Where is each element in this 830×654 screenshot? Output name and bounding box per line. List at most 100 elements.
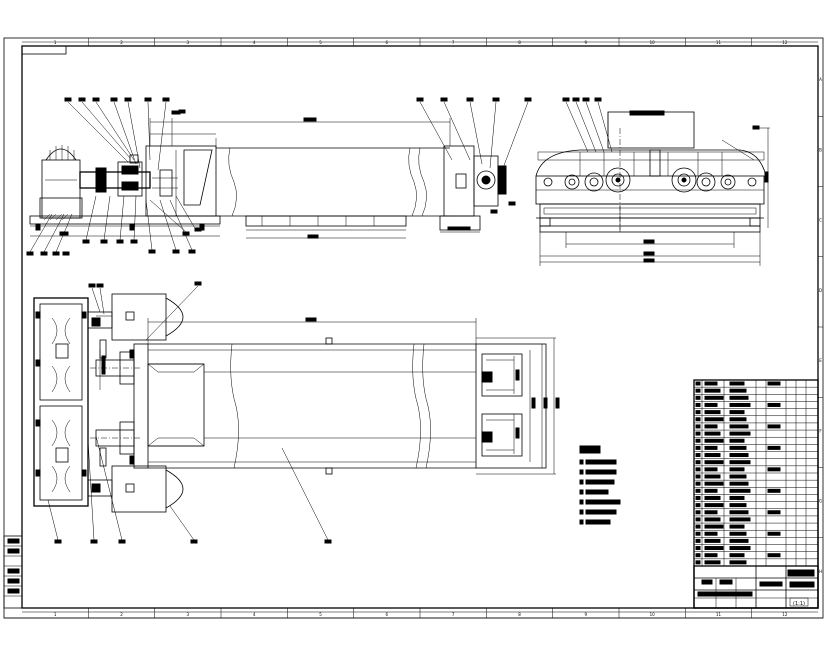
parts-list-cell-mark xyxy=(704,467,718,472)
parts-list-cell-mark xyxy=(729,388,747,393)
parts-list-cell-mark xyxy=(704,410,721,415)
callout-mark xyxy=(190,539,198,544)
sheet-border xyxy=(3,37,824,619)
zone-number-bottom: 12 xyxy=(782,612,788,617)
callout-mark xyxy=(178,109,186,114)
parts-list-cell-mark xyxy=(767,402,781,407)
parts-list-cell-mark xyxy=(704,424,718,429)
parts-list-cell-mark xyxy=(695,553,701,558)
parts-list-cell-mark xyxy=(704,503,724,508)
callout-mark xyxy=(524,97,532,102)
parts-list-cell-mark xyxy=(767,467,781,472)
parts-list-cell-mark xyxy=(704,488,718,493)
parts-list-cell-mark xyxy=(704,381,718,386)
parts-list-cell-mark xyxy=(729,460,751,465)
callout-mark xyxy=(490,209,498,214)
parts-list-cell-mark xyxy=(767,531,781,536)
parts-list-cell-mark xyxy=(695,431,701,436)
parts-list-cell-mark xyxy=(729,538,749,543)
callout-mark xyxy=(148,249,156,254)
zone-letter-right: E xyxy=(819,358,822,363)
callout-mark xyxy=(88,283,96,288)
left-info-strip xyxy=(3,535,23,609)
parts-list-cell-mark xyxy=(729,524,745,529)
callout-mark xyxy=(440,97,448,102)
parts-list-cell-mark xyxy=(704,431,721,436)
parts-list-cell-mark xyxy=(767,488,781,493)
zone-number-bottom: 8 xyxy=(518,612,521,617)
zone-letter-right: A xyxy=(819,77,822,82)
callout-mark xyxy=(562,97,570,102)
callout-mark xyxy=(26,251,34,256)
callout-mark xyxy=(466,97,474,102)
parts-list-cell-mark xyxy=(729,424,749,429)
parts-list-cell-mark xyxy=(704,395,724,400)
callout-mark xyxy=(492,97,500,102)
callout-mark xyxy=(594,97,602,102)
parts-list-cell-mark xyxy=(704,517,721,522)
parts-list-cell-mark xyxy=(729,481,749,486)
parts-list-cell-mark xyxy=(767,553,781,558)
zone-number-top: 4 xyxy=(253,40,256,45)
parts-list-cell-mark xyxy=(695,495,701,500)
zone-letter-right: C xyxy=(819,218,822,223)
callout-mark xyxy=(78,97,86,102)
parts-list-cell-mark xyxy=(695,538,701,543)
parts-list-cell-mark xyxy=(695,395,701,400)
parts-list-cell-mark xyxy=(767,424,781,429)
callout-mark xyxy=(130,239,138,244)
parts-list-cell-mark xyxy=(695,481,701,486)
zone-number-bottom: 1 xyxy=(54,612,57,617)
callout-mark xyxy=(62,251,70,256)
callout-mark xyxy=(40,251,48,256)
callout-mark xyxy=(92,97,100,102)
scale-box-text: (1:1) xyxy=(793,601,805,607)
callout-mark xyxy=(194,281,202,286)
zone-number-top: 10 xyxy=(650,40,656,45)
zone-number-bottom: 11 xyxy=(716,612,722,617)
callout-mark xyxy=(118,539,126,544)
zone-number-bottom: 4 xyxy=(253,612,256,617)
zone-letter-right: B xyxy=(819,147,822,152)
parts-list-cell-mark xyxy=(767,381,781,386)
parts-list-cell-mark xyxy=(695,417,701,422)
callout-mark xyxy=(124,97,132,102)
callout-mark xyxy=(182,231,190,236)
callout-mark xyxy=(324,539,332,544)
parts-list-cell-mark xyxy=(704,524,724,529)
parts-list-cell-mark xyxy=(704,538,721,543)
parts-list-cell-mark xyxy=(704,388,721,393)
parts-list-cell-mark xyxy=(695,381,701,386)
parts-list-cell-mark xyxy=(704,417,724,422)
parts-list-cell-mark xyxy=(729,402,751,407)
title-block: (1:1) xyxy=(693,565,819,609)
parts-list xyxy=(693,379,819,609)
parts-list-cell-mark xyxy=(704,474,721,479)
zone-letter-right: H xyxy=(819,569,822,574)
zone-letter-right: F xyxy=(819,428,822,433)
parts-list-cell-mark xyxy=(695,460,701,465)
callout-mark xyxy=(64,97,72,102)
parts-list-cell-mark xyxy=(704,438,724,443)
callout-mark xyxy=(162,97,170,102)
parts-list-cell-mark xyxy=(695,531,701,536)
parts-list-cell-mark xyxy=(695,488,701,493)
parts-list-cell-mark xyxy=(729,410,745,415)
parts-list-cell-mark xyxy=(729,417,747,422)
technical-notes xyxy=(579,445,621,525)
callout-mark xyxy=(172,249,180,254)
callout-mark xyxy=(96,283,104,288)
parts-list-cell-mark xyxy=(695,438,701,443)
parts-list-cell-mark xyxy=(704,553,718,558)
drawing-number-box xyxy=(21,45,67,55)
parts-list-cell-mark xyxy=(695,517,701,522)
zone-number-top: 6 xyxy=(386,40,389,45)
zone-letter-right: D xyxy=(819,288,822,293)
zone-number-top: 2 xyxy=(120,40,123,45)
parts-list-cell-mark xyxy=(729,381,745,386)
callout-mark xyxy=(110,97,118,102)
callout-mark xyxy=(52,251,60,256)
parts-list-cell-mark xyxy=(729,517,751,522)
